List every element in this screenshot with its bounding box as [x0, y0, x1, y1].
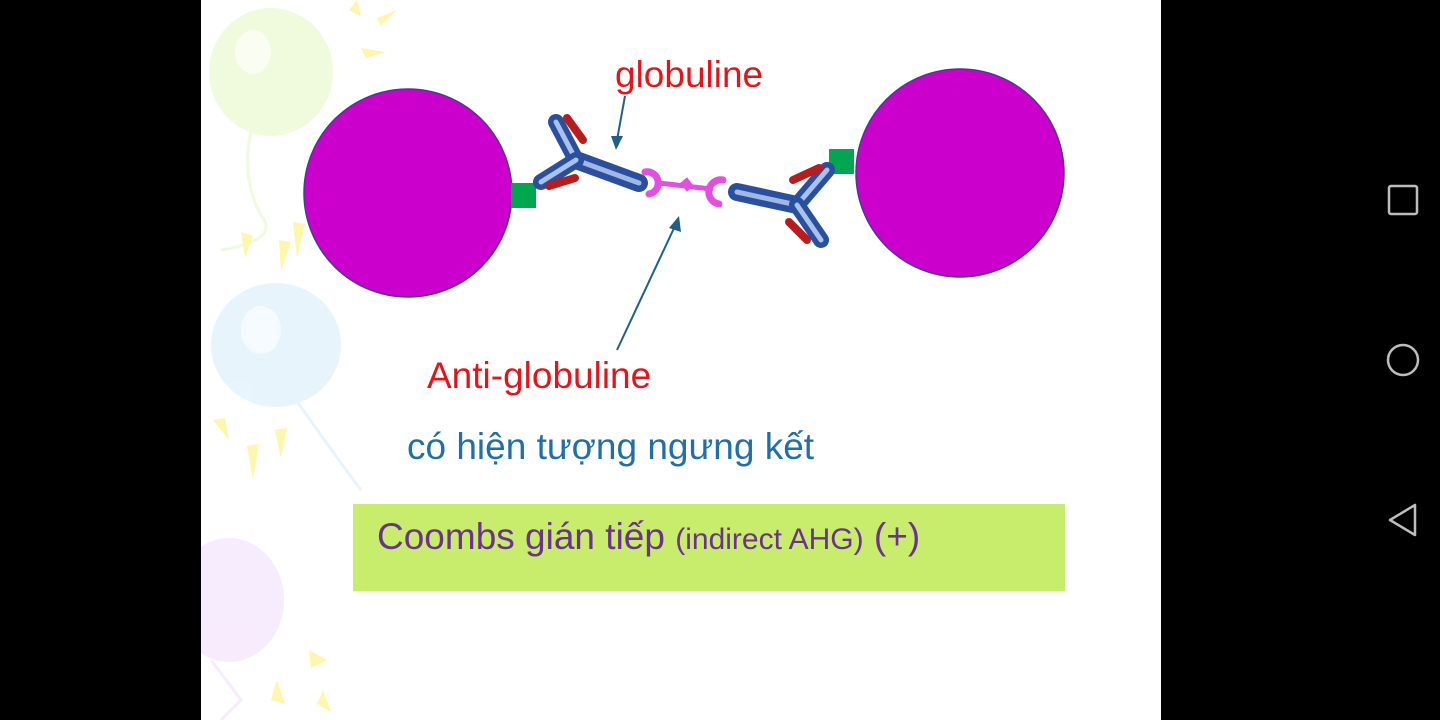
recent-apps-icon[interactable] — [1381, 178, 1425, 222]
balloon-decoration — [201, 8, 363, 720]
arrow-anti-globuline — [616, 216, 681, 351]
android-navigation-bar — [1161, 0, 1440, 720]
red-cell-left — [303, 88, 513, 298]
sparkle-decoration — [213, 0, 397, 712]
slide-graphics — [201, 0, 1065, 720]
bullet-line: có hiện tượng ngưng kết — [379, 426, 814, 468]
result-text: Coombs gián tiếp (indirect AHG) (+) — [363, 516, 920, 558]
result-sign: (+) — [873, 516, 921, 557]
antibody-right — [728, 162, 835, 248]
result-sub: (indirect AHG) — [675, 523, 864, 556]
antigen-left — [511, 183, 536, 208]
red-cell-right — [855, 68, 1065, 278]
label-globuline: globuline — [615, 54, 764, 95]
home-icon[interactable] — [1381, 338, 1425, 382]
slide: globuline Anti-globuline có hiện tượng n… — [201, 0, 1161, 720]
arrow-globuline — [611, 95, 626, 150]
label-anti-globuline: Anti-globuline — [427, 355, 652, 396]
back-icon[interactable] — [1381, 498, 1425, 542]
result-box: Coombs gián tiếp (indirect AHG) (+) — [353, 504, 1065, 591]
result-main: Coombs gián tiếp — [377, 516, 665, 557]
bullet-text: có hiện tượng ngưng kết — [407, 426, 815, 467]
antibody-left — [533, 114, 648, 192]
anti-globulin-molecule — [641, 168, 727, 208]
